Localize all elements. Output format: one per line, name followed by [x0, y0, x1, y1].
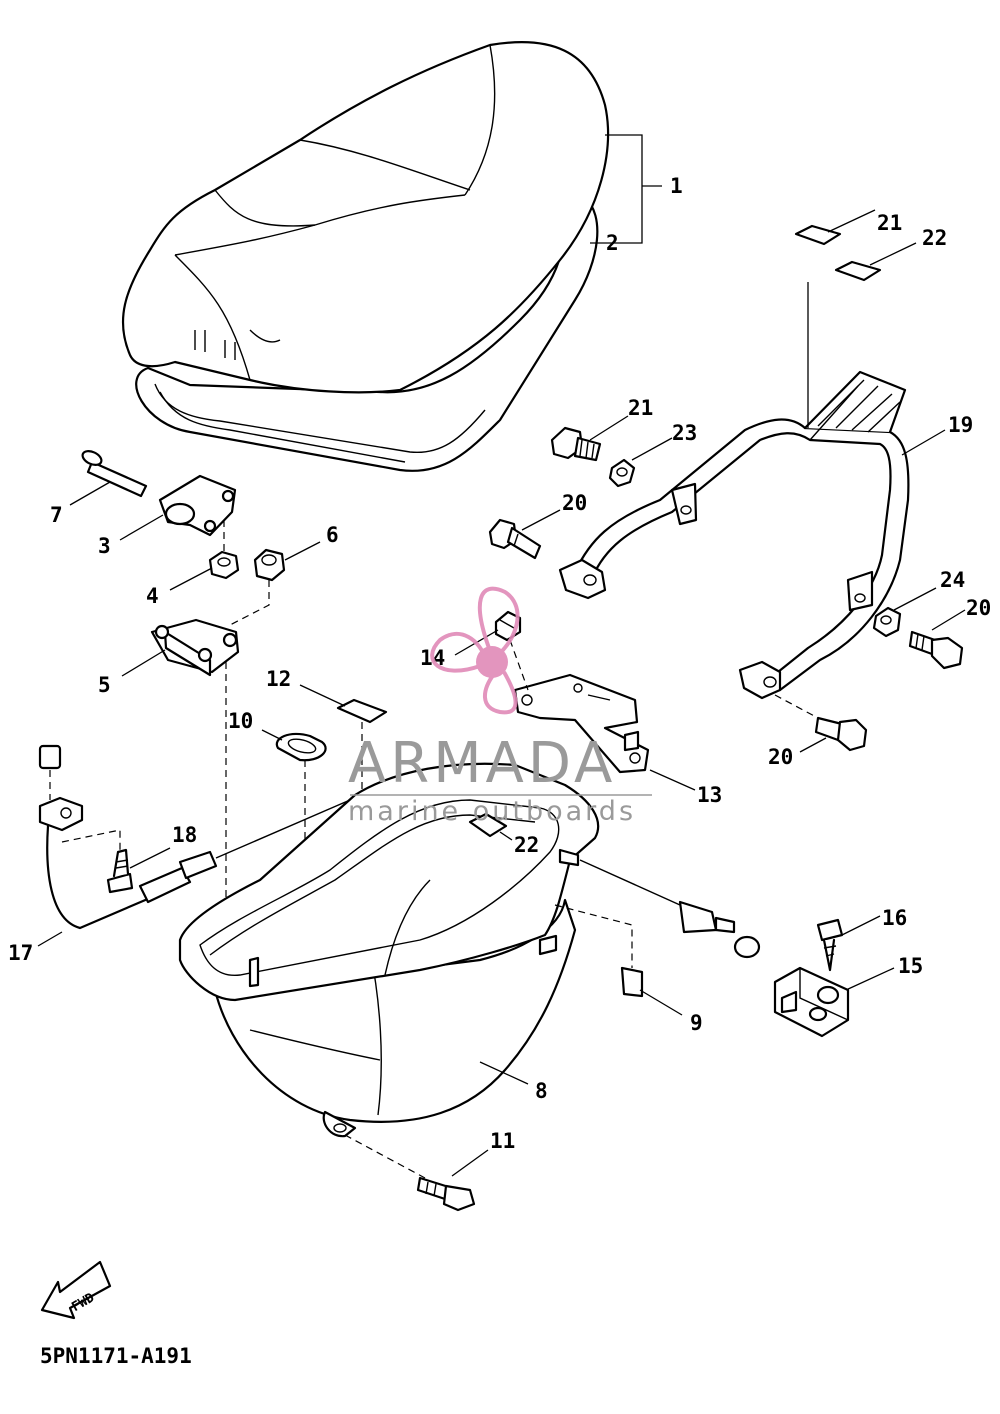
callout-label: 24 [940, 568, 965, 592]
bolt-21-upper [550, 426, 602, 462]
callout-label: 6 [326, 523, 339, 547]
bolt-21-lower [908, 630, 964, 670]
hinge-3 [158, 474, 237, 537]
callout-label: 2 [606, 231, 619, 255]
bracket-13 [513, 673, 650, 774]
screw-16 [816, 918, 844, 972]
callout-label: 21 [877, 211, 902, 235]
drawing-code: 5PN1171-A191 [40, 1344, 192, 1368]
callout-label: 21 [628, 396, 653, 420]
spacer-22-lower [872, 606, 902, 638]
callout-label: 22 [514, 833, 539, 857]
callout-label: 3 [98, 534, 111, 558]
callout-label: 12 [266, 667, 291, 691]
callout-label: 17 [8, 941, 33, 965]
callout-label: 23 [672, 421, 697, 445]
callout-label: 19 [948, 413, 973, 437]
nut-4 [208, 550, 240, 580]
bolt-20-lower [814, 716, 868, 752]
grommet-10 [275, 732, 327, 762]
nut-6 [253, 548, 286, 582]
callout-label: 20 [768, 745, 793, 769]
callout-label: 18 [172, 823, 197, 847]
callout-label: 16 [882, 906, 907, 930]
grab-rail-19 [558, 370, 910, 700]
callout-label: 10 [228, 709, 253, 733]
seat-assembly [121, 41, 610, 472]
bolt-11 [416, 1176, 476, 1212]
callout-label: 20 [562, 491, 587, 515]
watermark-tagline: marine outboards [348, 796, 636, 827]
callout-label: 13 [697, 783, 722, 807]
bolt-20-upper [488, 518, 542, 560]
callout-label: 9 [690, 1011, 703, 1035]
watermark-brand: ARMADA [348, 731, 616, 796]
label-24 [834, 260, 882, 282]
callout-label: 22 [922, 226, 947, 250]
forward-direction-arrow: FWD [40, 1260, 112, 1320]
latch-15 [773, 966, 850, 1038]
callout-label: 5 [98, 673, 111, 697]
screw-18 [106, 848, 134, 894]
label-23 [794, 224, 842, 246]
callout-label: 15 [898, 954, 923, 978]
label-25 [468, 812, 508, 838]
clip-9 [620, 966, 644, 998]
pad-12 [336, 698, 388, 724]
callout-label: 4 [146, 584, 159, 608]
callout-label: 20 [966, 596, 991, 620]
hinge-bracket-5 [150, 618, 240, 677]
callout-label: 11 [490, 1129, 515, 1153]
armada-propeller-logo [430, 586, 520, 715]
pin-7 [81, 450, 148, 498]
callout-label: 7 [50, 503, 63, 527]
lock-cable-17 [38, 744, 761, 959]
callout-label: 1 [670, 174, 683, 198]
spacer-22-upper [608, 458, 636, 488]
callout-label: 8 [535, 1079, 548, 1103]
